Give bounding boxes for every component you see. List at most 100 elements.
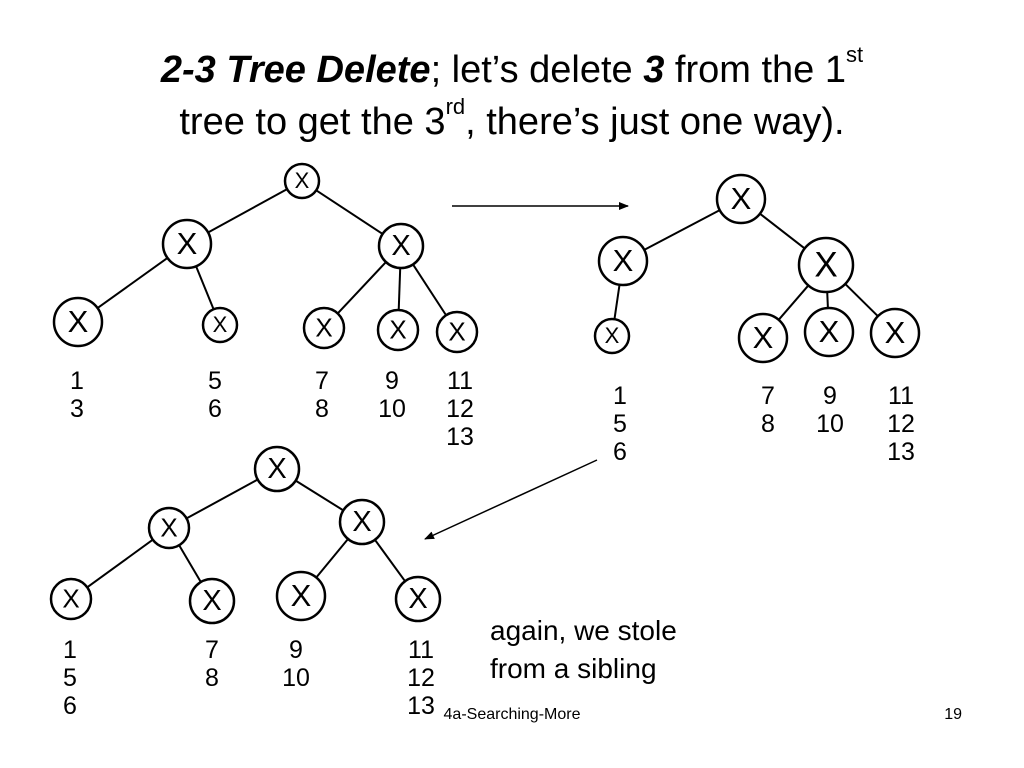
tree-2-leaf-1-key: 7 [761, 382, 775, 410]
node-circle [49, 577, 93, 621]
node-x-icon: X [160, 512, 177, 542]
tree-3-edge-root-1 [295, 479, 344, 512]
tree-2-edge-root-0 [643, 209, 721, 251]
tree-2-leaf-1-key: 8 [761, 410, 775, 438]
node-x-icon: X [731, 181, 752, 216]
node-x-icon: X [389, 314, 406, 344]
note-line-1: again, we stole [490, 615, 677, 646]
tree-1-leaf-node-3: X [376, 308, 420, 352]
tree-2-edge-1-2 [826, 291, 829, 309]
tree-1-internal-node-1: X [377, 222, 425, 270]
tree-1-edge-root-0 [207, 188, 288, 234]
tree-2-leaf-3-key: 12 [887, 410, 915, 438]
tree-1-edge-root-1 [315, 189, 384, 235]
node-x-icon: X [213, 312, 228, 337]
node-x-icon: X [814, 245, 837, 284]
tree-1-leaf-0-key: 1 [70, 367, 84, 395]
tree-1-edge-1-2 [336, 261, 387, 315]
title-part4: , there’s just one way). [465, 101, 845, 143]
tree-1-leaf-1-key: 5 [208, 367, 222, 395]
tree-1-edge-1-4 [412, 263, 447, 316]
node-circle [597, 235, 649, 287]
tree-1-edge-1-3 [397, 267, 402, 311]
tree-2-internal-node-1: X [797, 236, 855, 294]
node-circle [147, 506, 191, 550]
node-circle [797, 236, 855, 294]
tree-2-leaf-node-1: X [737, 312, 789, 364]
tree-2-leaf-0-key: 5 [613, 410, 627, 438]
tree-1-leaf-3-key: 9 [385, 367, 399, 395]
tree-3-leaf-node-1: X [188, 577, 236, 625]
tree-1-leaf-node-0: X [52, 296, 104, 348]
node-circle [161, 218, 213, 270]
node-x-icon: X [267, 453, 286, 485]
node-circle [275, 570, 327, 622]
tree-3-leaf-1-key: 8 [205, 664, 219, 692]
node-circle [302, 306, 346, 350]
tree-3-leaf-0-key: 5 [63, 664, 77, 692]
tree-3-internal-node-1: X [338, 498, 386, 546]
node-x-icon: X [62, 583, 79, 613]
node-x-icon: X [315, 312, 332, 342]
node-circle [377, 222, 425, 270]
tree-2-leaf-node-0: X [593, 317, 631, 355]
node-circle [52, 296, 104, 348]
tree-1-leaf-2-key: 7 [315, 367, 329, 395]
tree-3-edge-0-1 [178, 544, 202, 583]
tree-2-leaf-0-key: 6 [613, 438, 627, 466]
tree-3-leaf-3-key: 11 [408, 636, 434, 664]
tree-1-leaf-4-key: 11 [447, 367, 473, 395]
node-x-icon: X [753, 320, 774, 355]
tree-1-leaf-4-key: 12 [446, 395, 474, 423]
node-x-icon: X [68, 304, 89, 339]
node-circle [201, 306, 239, 344]
tree-1-leaf-node-1: X [201, 306, 239, 344]
node-circle [394, 575, 442, 623]
tree-3-leaf-3-key: 12 [407, 664, 435, 692]
tree-3-leaf-2-key: 9 [289, 636, 303, 664]
tree-1-leaf-2-key: 8 [315, 395, 329, 423]
tree-2-edge-root-1 [759, 212, 806, 250]
node-x-icon: X [613, 243, 634, 278]
tree-2-edge-1-3 [844, 283, 879, 317]
tree-3-edge-1-2 [315, 538, 349, 579]
tree-1-leaf-4-key: 13 [446, 423, 474, 451]
node-circle [188, 577, 236, 625]
tree-2-leaf-2-key: 10 [816, 410, 844, 438]
node-circle [376, 308, 420, 352]
node-x-icon: X [448, 316, 465, 346]
tree-3-internal-node-0: X [147, 506, 191, 550]
tree-2-root-node: X [715, 173, 767, 225]
tree-3-edge-root-0 [186, 478, 259, 520]
title-part1: ; let’s delete [430, 49, 644, 91]
tree-3-leaf-node-2: X [275, 570, 327, 622]
node-circle [338, 498, 386, 546]
tree-3-edge-1-3 [374, 539, 406, 582]
node-circle [715, 173, 767, 225]
tree-1-edge-0-1 [195, 265, 215, 310]
title-part3: tree to get the 3 [179, 101, 446, 143]
footer-title: 4a-Searching-More [443, 706, 581, 723]
title-sup2: rd [445, 94, 466, 119]
tree-1-internal-node-0: X [161, 218, 213, 270]
node-x-icon: X [202, 585, 221, 617]
page-number: 19 [944, 706, 962, 723]
tree-2-internal-node-0: X [597, 235, 649, 287]
node-x-icon: X [819, 314, 840, 349]
tree-1-leaf-node-4: X [435, 310, 479, 354]
node-x-icon: X [391, 230, 410, 262]
node-x-icon: X [605, 323, 620, 348]
slide-title: 2-3 Tree Delete; let’s delete 3 from the… [40, 44, 984, 148]
tree-3-leaf-3-key: 13 [407, 692, 435, 720]
tree-1-edge-0-0 [96, 257, 169, 309]
node-circle [283, 162, 321, 200]
node-x-icon: X [295, 168, 310, 193]
tree-2-leaf-2-key: 9 [823, 382, 837, 410]
tree-2-leaf-node-3: X [869, 307, 921, 359]
title-sup1: st [846, 42, 864, 67]
tree-1-leaf-node-2: X [302, 306, 346, 350]
tree-2-leaf-node-2: X [803, 306, 855, 358]
tree-3-leaf-0-key: 1 [63, 636, 77, 664]
tree-2-leaf-3-key: 13 [887, 438, 915, 466]
title-part2: from the 1 [664, 49, 846, 91]
